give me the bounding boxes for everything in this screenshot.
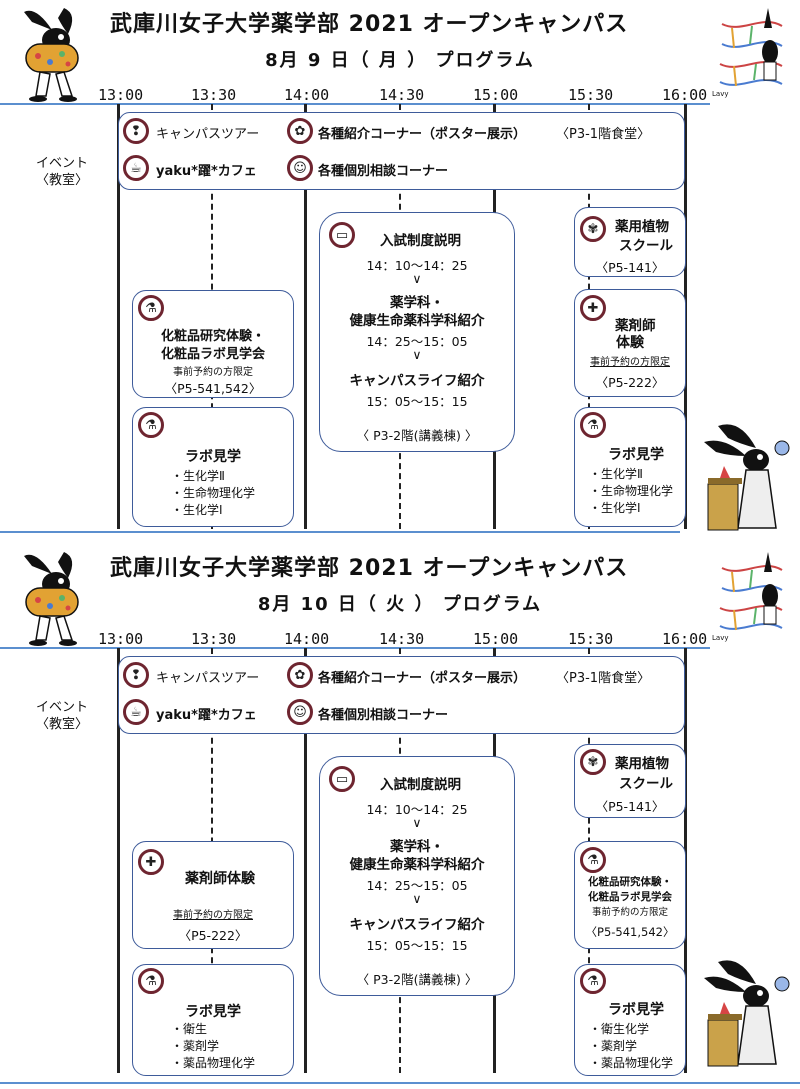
event-row-label: イベント 〈教室〉 bbox=[36, 156, 89, 188]
time-tick: 16:00 bbox=[662, 630, 708, 648]
round-flask-icon: ⚗ bbox=[138, 412, 164, 438]
pharmacist-experience-box: 薬剤師 体験 事前予約の方限定 〈P5-222〉 bbox=[574, 289, 686, 397]
flask-icon: ⚗ bbox=[580, 847, 606, 873]
rabbit-mascot-capsule-illustration bbox=[24, 8, 79, 102]
page-subtitle: 8月 10 日（ 火 ） プログラム bbox=[257, 594, 543, 615]
event-box bbox=[118, 112, 685, 190]
coffee-cup-icon: ☕ bbox=[123, 155, 149, 181]
presentation-board-icon: ▭ bbox=[329, 766, 355, 792]
grid-line bbox=[117, 648, 120, 1073]
lab-tour-box-right: ラボ見学 ・衛生化学 ・薬剤学 ・薬品物理化学 bbox=[574, 964, 686, 1076]
time-tick: 13:30 bbox=[191, 630, 237, 648]
time-tick: 13:30 bbox=[191, 86, 237, 104]
campus-tour-label: キャンパスツアー bbox=[156, 671, 260, 686]
rabbit-mascot-capsule-illustration bbox=[24, 552, 79, 646]
pharmacist-experience-box: 薬剤師体験 事前予約の方限定 〈P5-222〉 bbox=[132, 841, 294, 949]
section-divider bbox=[0, 531, 680, 533]
footprints-icon: ❢ bbox=[123, 662, 149, 688]
consultation-label: 各種個別相談コーナー bbox=[318, 708, 449, 723]
event-box bbox=[118, 656, 685, 734]
poster-corner-label: 各種紹介コーナー（ポスター展示） bbox=[318, 127, 527, 142]
grid-line bbox=[304, 104, 307, 529]
briefing-box: 入試制度説明 14：10～14：25 ∨ 薬学科・ 健康生命薬科学科紹介 14：… bbox=[319, 212, 515, 452]
time-tick: 14:00 bbox=[284, 86, 330, 104]
footprints-icon: ❢ bbox=[123, 118, 149, 144]
time-tick: 15:30 bbox=[568, 630, 614, 648]
coffee-cup-icon: ☕ bbox=[123, 699, 149, 725]
time-tick: 16:00 bbox=[662, 86, 708, 104]
logo-caption: Lavy bbox=[712, 90, 729, 98]
poster-corner-room: 〈P3-1階食堂〉 bbox=[556, 127, 651, 142]
time-tick: 15:00 bbox=[473, 86, 519, 104]
consultation-label: 各種個別相談コーナー bbox=[318, 164, 449, 179]
briefing-box: 入試制度説明 14：10～14：25 ∨ 薬学科・ 健康生命薬科学科紹介 14：… bbox=[319, 756, 515, 996]
logo-caption: Lavy bbox=[712, 634, 729, 642]
time-tick: 14:00 bbox=[284, 630, 330, 648]
rabbit-scientist-illustration bbox=[704, 424, 790, 531]
medicine-bottle-icon: ✚ bbox=[580, 295, 606, 321]
page-title: 武庫川女子大学薬学部 2021 オープンキャンパス bbox=[110, 12, 629, 37]
round-flask-icon: ⚗ bbox=[138, 968, 164, 994]
section-divider bbox=[0, 1082, 800, 1084]
schedule-day-2: Lavy 武庫川女子大学薬学部 2021 オープンキャンパス 8月 10 日（ … bbox=[0, 544, 800, 1088]
poster-corner-room: 〈P3-1階食堂〉 bbox=[556, 671, 651, 686]
smile-icon: ☺ bbox=[287, 699, 313, 725]
schedule-day-1: Lavy 武庫川女子大学薬学部 2021 オープンキャンパス 8月 9 日（ 月… bbox=[0, 0, 800, 544]
timeline-axis bbox=[0, 103, 710, 105]
herb-school-box: 薬用植物 スクール 〈P5-141〉 bbox=[574, 744, 686, 818]
smile-icon: ☺ bbox=[287, 155, 313, 181]
time-tick: 15:30 bbox=[568, 86, 614, 104]
cafe-label: yaku*躍*カフェ bbox=[156, 708, 257, 723]
herb-plant-icon: ✾ bbox=[580, 216, 606, 242]
time-tick: 13:00 bbox=[98, 630, 144, 648]
cafe-label: yaku*躍*カフェ bbox=[156, 164, 257, 179]
campus-tour-label: キャンパスツアー bbox=[156, 127, 260, 142]
dna-rabbit-logo bbox=[719, 552, 783, 631]
medicine-bottle-icon: ✚ bbox=[138, 849, 164, 875]
page-title: 武庫川女子大学薬学部 2021 オープンキャンパス bbox=[110, 556, 629, 581]
rabbit-scientist-illustration bbox=[704, 960, 790, 1067]
time-tick: 14:30 bbox=[379, 630, 425, 648]
page-subtitle: 8月 9 日（ 月 ） プログラム bbox=[265, 50, 535, 71]
poster-corner-label: 各種紹介コーナー（ポスター展示） bbox=[318, 671, 527, 686]
time-tick: 13:00 bbox=[98, 86, 144, 104]
timeline-axis bbox=[0, 647, 710, 649]
herb-plant-icon: ✾ bbox=[580, 749, 606, 775]
time-tick: 15:00 bbox=[473, 630, 519, 648]
flower-icon: ✿ bbox=[287, 118, 313, 144]
event-row-label: イベント 〈教室〉 bbox=[36, 700, 89, 732]
presentation-board-icon: ▭ bbox=[329, 222, 355, 248]
grid-line bbox=[304, 648, 307, 1073]
cosmetics-lab-box: 化粧品研究体験・ 化粧品ラボ見学会 事前予約の方限定 〈P5-541,542〉 bbox=[132, 290, 294, 398]
time-tick: 14:30 bbox=[379, 86, 425, 104]
round-flask-icon: ⚗ bbox=[580, 968, 606, 994]
round-flask-icon: ⚗ bbox=[580, 412, 606, 438]
dna-rabbit-logo bbox=[719, 8, 783, 87]
flower-icon: ✿ bbox=[287, 662, 313, 688]
flask-icon: ⚗ bbox=[138, 295, 164, 321]
grid-line bbox=[117, 104, 120, 529]
